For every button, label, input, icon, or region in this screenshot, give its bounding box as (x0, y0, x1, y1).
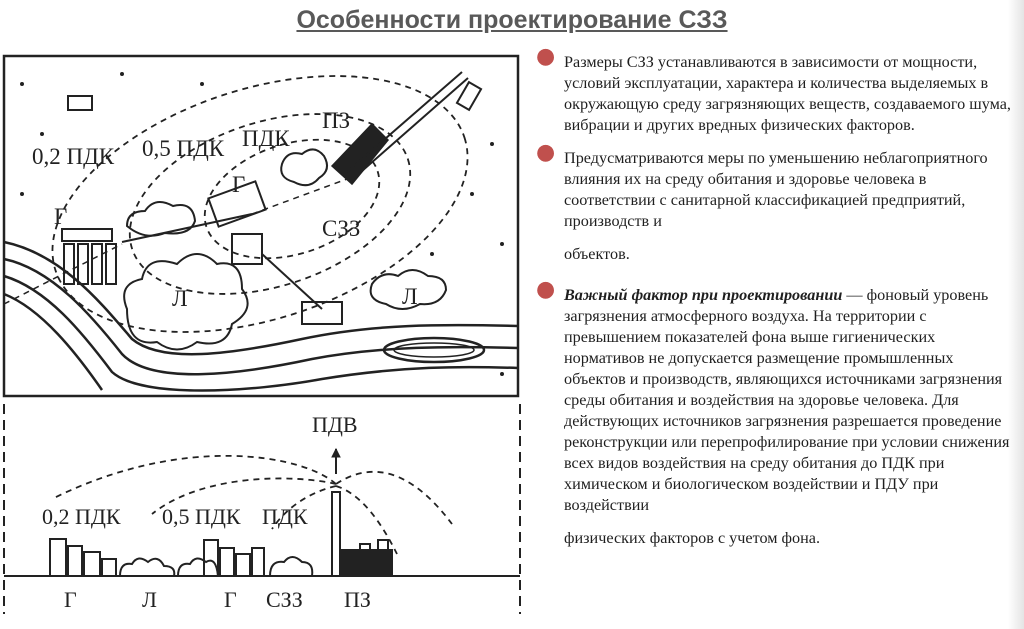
plan-label-pdk02: 0,2 ПДК (32, 144, 115, 169)
section-label-g2: Г (224, 587, 237, 612)
plan-label-l-right: Л (402, 284, 418, 309)
plan-label-pz: ПЗ (322, 108, 350, 133)
bullet-list: ● Размеры СЗЗ устанавливаются в зависимо… (534, 46, 1012, 549)
plan-label-g-left: Г (54, 204, 67, 229)
bullet-item-1: ● Размеры СЗЗ устанавливаются в зависимо… (534, 46, 1012, 136)
plan-label-g-center: Г (232, 172, 245, 197)
plan-label-l-center: Л (172, 286, 188, 311)
plan-view: 0,2 ПДК 0,5 ПДК ПДК ПЗ Г Г СЗЗ Л Л (2, 54, 520, 398)
bullet-3-tail: физических факторов с учетом фона. (564, 529, 821, 547)
bullet-dot-icon: ● (536, 44, 556, 69)
section-label-g1: Г (64, 587, 77, 612)
plan-label-szz: СЗЗ (322, 216, 360, 241)
plan-label-pdk: ПДК (242, 126, 290, 151)
section-label-l: Л (142, 587, 157, 612)
bullet-1-text: Размеры СЗЗ устанавливаются в зависимост… (564, 53, 1011, 134)
bullet-2-text: Предусматриваются меры по уменьшению неб… (564, 149, 988, 230)
plan-label-pdk05: 0,5 ПДК (142, 136, 225, 161)
bullet-item-2: ● Предусматриваются меры по уменьшению н… (534, 142, 1012, 265)
slide-title: Особенности проектирование СЗЗ (296, 6, 728, 34)
szz-diagram: 0,2 ПДК 0,5 ПДК ПДК ПЗ Г Г СЗЗ Л Л (2, 54, 521, 614)
section-label-szz: СЗЗ (266, 587, 303, 612)
bullet-3-emphasis: Важный фактор при проектировании (564, 286, 843, 304)
section-label-pz: ПЗ (344, 587, 371, 612)
bullet-2-tail: объектов. (564, 245, 630, 263)
bullet-dot-icon: ● (536, 277, 556, 302)
section-view: ПДВ 0,2 ПДК 0,5 ПДК ПДК Г Л Г СЗЗ ПЗ (3, 404, 521, 614)
section-label-pdv: ПДВ (312, 412, 358, 437)
bullet-3-text: — фоновый уровень загрязнения атмосферно… (564, 286, 1010, 514)
slide-edge-shadow (1008, 0, 1024, 629)
section-label-pdk05: 0,5 ПДК (162, 504, 241, 529)
bullet-item-3: ● Важный фактор при проектировании — фон… (534, 279, 1012, 549)
section-label-pdk02: 0,2 ПДК (42, 504, 121, 529)
section-label-pdk: ПДК (262, 504, 308, 529)
bullet-dot-icon: ● (536, 140, 556, 165)
